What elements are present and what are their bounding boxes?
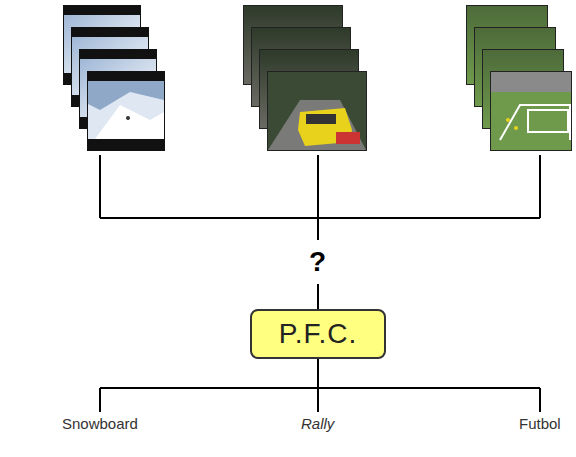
class-label: Snowboard bbox=[62, 415, 138, 432]
wires bbox=[100, 155, 540, 412]
question-mark: ? bbox=[309, 246, 326, 278]
football-frames bbox=[466, 5, 572, 151]
class-label: Rally bbox=[301, 415, 334, 432]
class-label: Futbol bbox=[519, 415, 561, 432]
process-box: P.F.C. bbox=[250, 309, 386, 359]
snowboard-frames bbox=[63, 5, 165, 151]
rally-frames bbox=[243, 5, 367, 151]
box-label: P.F.C. bbox=[279, 318, 358, 350]
